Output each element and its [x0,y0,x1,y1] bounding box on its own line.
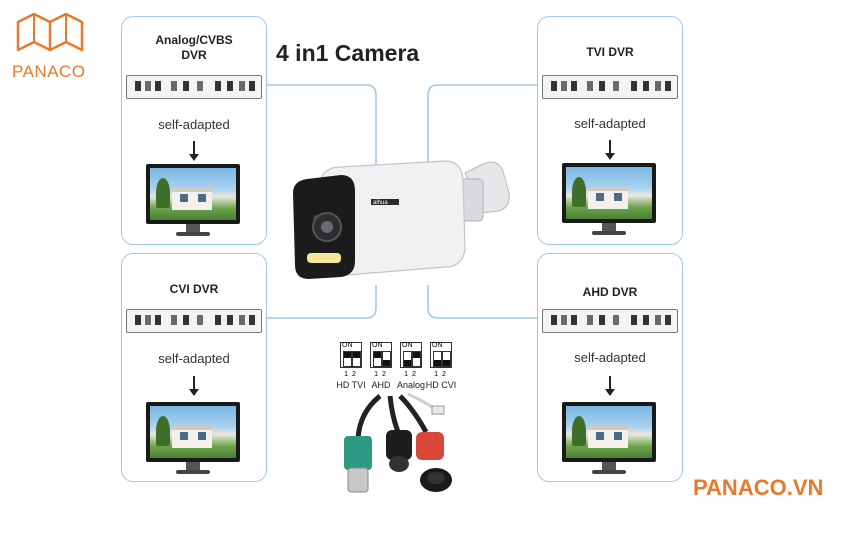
panel-title: TVI DVR [586,45,634,59]
logo-text: PANACO [12,62,86,81]
dvr-recorder-icon [542,75,678,99]
monitor-icon [146,402,240,474]
self-adapted-label: self-adapted [574,116,646,131]
brand-logo: PANACO [10,10,90,82]
monitor-icon [562,402,656,474]
panel-title: CVI DVR [169,282,219,296]
down-arrow-icon [189,376,199,396]
self-adapted-label: self-adapted [158,117,230,132]
panel-ahd-dvr: AHD DVR self-adapted [537,253,683,482]
panel-analog-cvbs-dvr: Analog/CVBS DVR self-adapted [121,16,267,245]
book-logo-icon [16,12,84,52]
cable-connectors-icon [344,392,452,493]
diagram-title: 4 in1 Camera [276,40,420,66]
website-url[interactable]: PANACO.VN [693,475,824,500]
dvr-recorder-icon [542,309,678,333]
dip-label-hd-tvi: HD TVI [336,380,366,390]
panel-cvi-dvr: CVI DVR self-adapted [121,253,267,482]
dip-switch-analog: ON 12 [400,342,422,378]
dip-label-hd-cvi: HD CVI [425,380,457,390]
connector-bottom-right [427,285,537,319]
down-arrow-icon [605,140,615,160]
dip-switch-ahd: ON 12 [370,342,392,378]
dip-switch-group: ON 12 ON 12 ON 12 ON 12 HD TVI AHD Analo… [336,342,470,392]
dip-label-ahd: AHD [371,380,391,390]
bullet-camera-icon: alhua [293,160,510,279]
dip-switch-hd-tvi: ON 12 [340,342,362,378]
panel-title-line2: DVR [181,48,207,62]
connector-top-right [427,84,537,170]
dip-switch-hd-cvi: ON 12 [430,342,452,378]
connector-top-left [265,84,377,170]
connector-bottom-left [265,285,377,319]
monitor-icon [146,164,240,236]
dip-label-analog: Analog [396,380,426,390]
down-arrow-icon [605,376,615,396]
down-arrow-icon [189,141,199,161]
dvr-recorder-icon [126,309,262,333]
panel-title-line1: Analog/CVBS [155,33,233,47]
panel-tvi-dvr: TVI DVR self-adapted [537,16,683,245]
self-adapted-label: self-adapted [158,351,230,366]
self-adapted-label: self-adapted [574,350,646,365]
panel-title: AHD DVR [582,285,638,299]
monitor-icon [562,163,656,235]
camera-brand-text: alhua [373,200,388,206]
dvr-recorder-icon [126,75,262,99]
